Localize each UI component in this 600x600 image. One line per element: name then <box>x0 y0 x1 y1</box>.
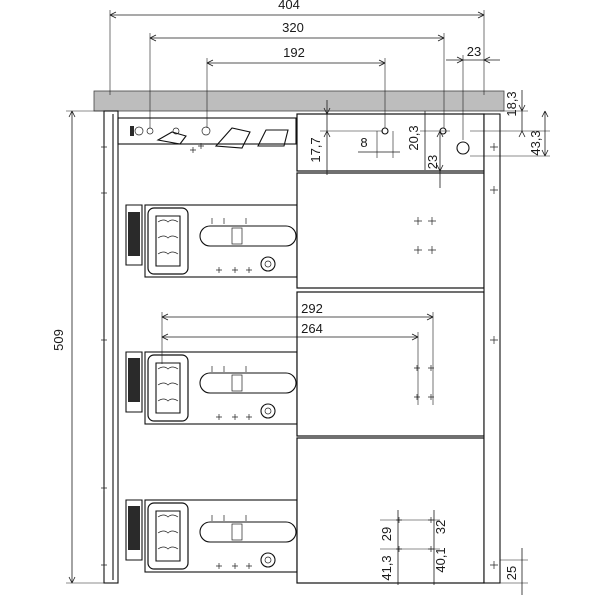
dim-20-3: 20,3 <box>406 125 421 150</box>
dim-18-3: 18,3 <box>504 91 519 116</box>
drawer-slide-2 <box>125 351 298 425</box>
dim-509: 509 <box>51 329 66 351</box>
dim-40-1: 40,1 <box>433 547 448 572</box>
dim-23-small: 23 <box>425 155 440 169</box>
dim-404: 404 <box>278 0 300 12</box>
dim-320: 320 <box>282 20 304 35</box>
front-panel-2 <box>296 291 485 437</box>
dim-8: 8 <box>360 135 367 150</box>
dim-264: 264 <box>301 321 323 336</box>
right-side-marks <box>490 143 498 569</box>
drawer-slide-1 <box>125 204 298 278</box>
dim-29: 29 <box>379 527 394 541</box>
dim-32: 32 <box>433 520 448 534</box>
dim-192: 192 <box>283 45 305 60</box>
cabinet-right-side <box>483 113 501 584</box>
front-panel-top <box>296 113 485 172</box>
front-panel-1 <box>296 172 485 289</box>
cabinet-side-panel <box>103 110 119 584</box>
side-system-holes <box>101 144 107 568</box>
drawer-slide-3 <box>125 499 298 573</box>
dim-25: 25 <box>504 566 519 580</box>
dim-23-top: 23 <box>467 44 481 59</box>
dim-17-7: 17,7 <box>308 137 323 162</box>
dim-292: 292 <box>301 301 323 316</box>
dim-43-3: 43,3 <box>528 130 543 155</box>
dim-41-3: 41,3 <box>379 555 394 580</box>
worktop-board <box>93 90 505 112</box>
